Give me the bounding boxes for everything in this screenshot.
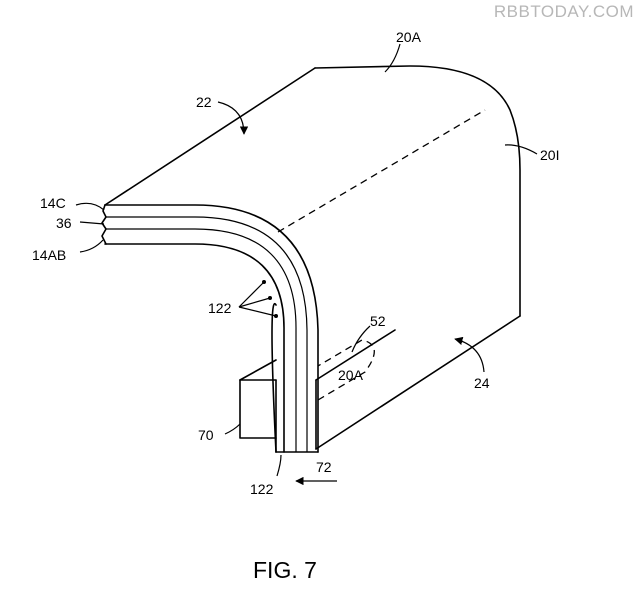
arrow-22 <box>217 101 249 135</box>
label-72: 72 <box>316 459 332 475</box>
label-20A-inner: 20A <box>338 367 364 383</box>
leader-lines <box>75 43 538 477</box>
label-24: 24 <box>474 375 490 391</box>
lower-inner-body <box>239 329 396 453</box>
curved-display-layers <box>101 204 319 453</box>
label-70: 70 <box>198 427 214 443</box>
label-122-bottom: 122 <box>250 481 274 497</box>
label-52: 52 <box>370 313 386 329</box>
figure-caption: FIG. 7 <box>253 557 317 583</box>
label-20I: 20I <box>540 147 559 163</box>
label-122-lines: 122 <box>208 300 232 316</box>
region-52-dashed <box>317 339 375 401</box>
device-housing <box>104 65 521 450</box>
arrow-24 <box>454 336 485 373</box>
label-36: 36 <box>56 215 72 231</box>
label-20A-top: 20A <box>396 29 422 45</box>
label-22: 22 <box>196 94 212 110</box>
label-14AB: 14AB <box>32 247 66 263</box>
watermark: RBBTODAY.COM <box>493 2 634 21</box>
label-14C: 14C <box>40 195 66 211</box>
